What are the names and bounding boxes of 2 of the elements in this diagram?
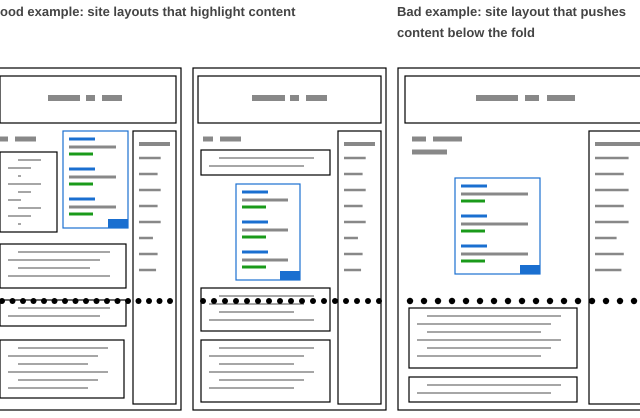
heading: ood example: site layouts that highlight content: [0, 3, 296, 21]
heading: Bad example: site layout that pushes content below the fold: [397, 3, 628, 42]
